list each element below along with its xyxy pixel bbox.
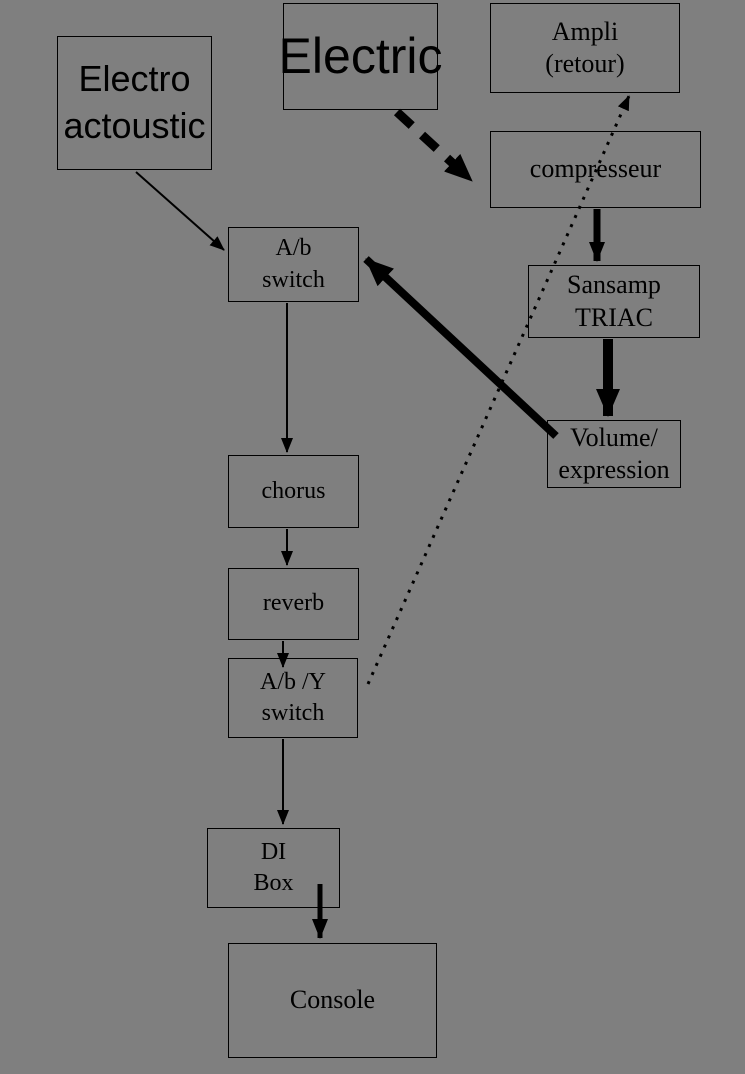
box-sansamp-triac: Sansamp TRIAC xyxy=(528,265,700,338)
box-electric: Electric xyxy=(279,3,442,110)
box-di-box: DI Box xyxy=(207,828,340,908)
box-ab-switch: A/b switch xyxy=(228,227,359,302)
box-chorus: chorus xyxy=(228,455,359,528)
box-volume-expression: Volume/ expression xyxy=(547,420,681,488)
box-console: Console xyxy=(228,943,437,1058)
box-reverb: reverb xyxy=(228,568,359,640)
box-electro-acoustic: Electro actoustic xyxy=(57,36,212,170)
box-compresseur: compresseur xyxy=(490,131,701,208)
arrow-electric-to-compresseur xyxy=(393,108,476,185)
box-aby-switch: A/b /Y switch xyxy=(228,658,358,738)
arrow-electro-to-ab-switch xyxy=(135,171,225,251)
box-ampli-retour: Ampli (retour) xyxy=(490,3,680,93)
